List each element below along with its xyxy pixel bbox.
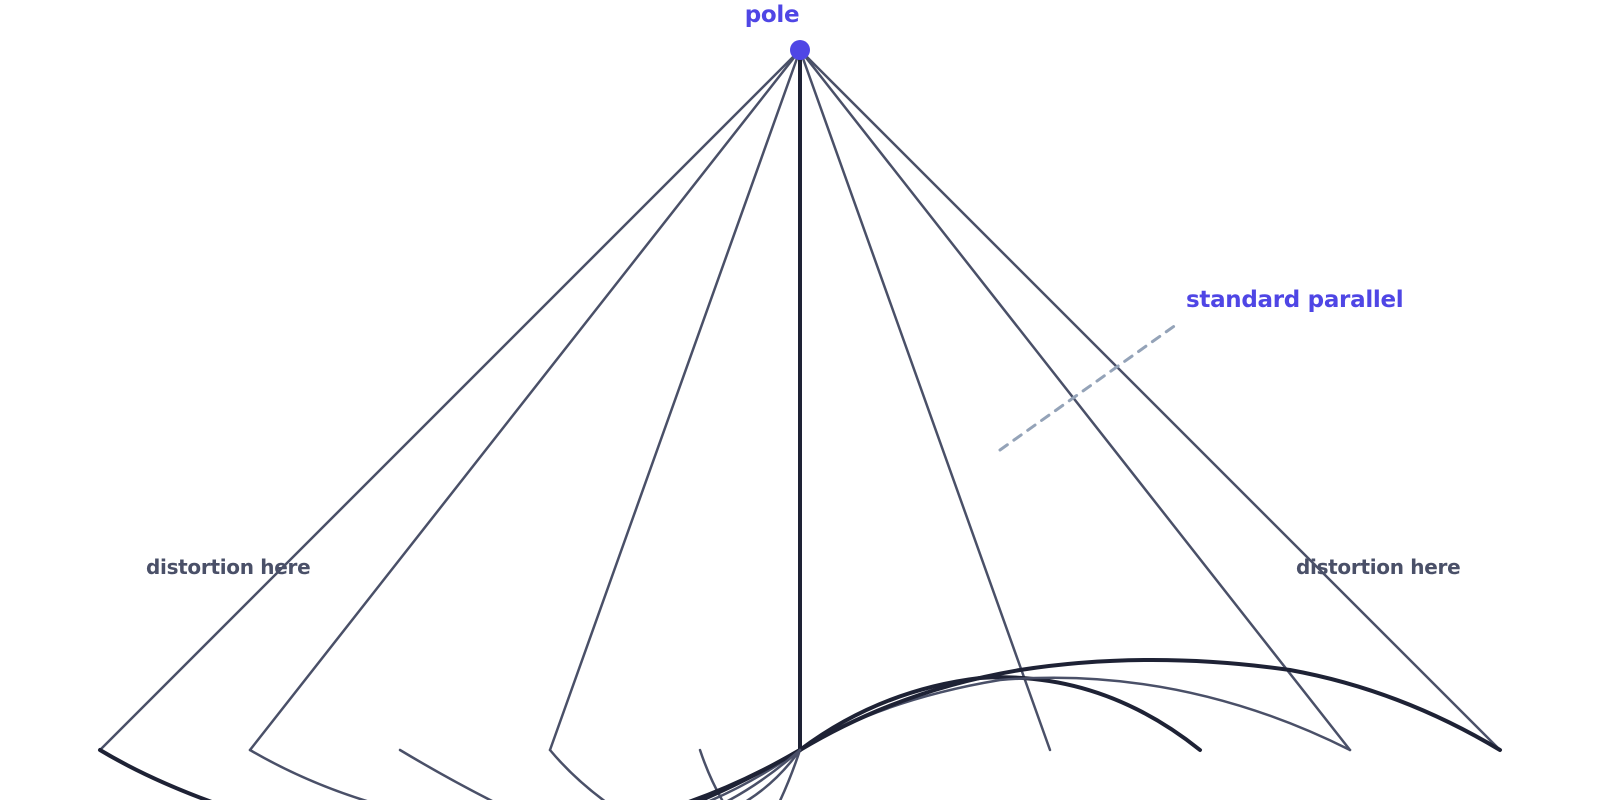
pole-marker-icon (790, 40, 810, 60)
distortion-label-right: distortion here (1296, 555, 1461, 579)
parallel-arc (745, 748, 802, 800)
standard-parallel-leader (998, 320, 1182, 452)
meridian-line (248, 48, 802, 752)
meridian-line (798, 48, 1052, 752)
meridian-line (98, 48, 802, 752)
standard-parallel-label: standard parallel (1186, 287, 1404, 313)
meridian-line (548, 48, 802, 752)
meridian-line (798, 48, 1352, 752)
parallel-arc (778, 748, 802, 800)
parallel-arc (398, 748, 493, 800)
distortion-label-left: distortion here (146, 555, 311, 579)
meridian-line (798, 48, 1502, 752)
pole-label: pole (744, 2, 800, 28)
parallel-arc (696, 658, 1502, 800)
parallel-arcs (98, 658, 1502, 800)
meridian-lines (98, 48, 1502, 752)
parallel-arc (548, 748, 606, 800)
parallel-arc (248, 748, 368, 800)
parallel-arc (698, 748, 724, 800)
parallel-arc (708, 676, 1352, 800)
parallel-arc (98, 748, 213, 800)
parallel-arc (726, 748, 802, 800)
